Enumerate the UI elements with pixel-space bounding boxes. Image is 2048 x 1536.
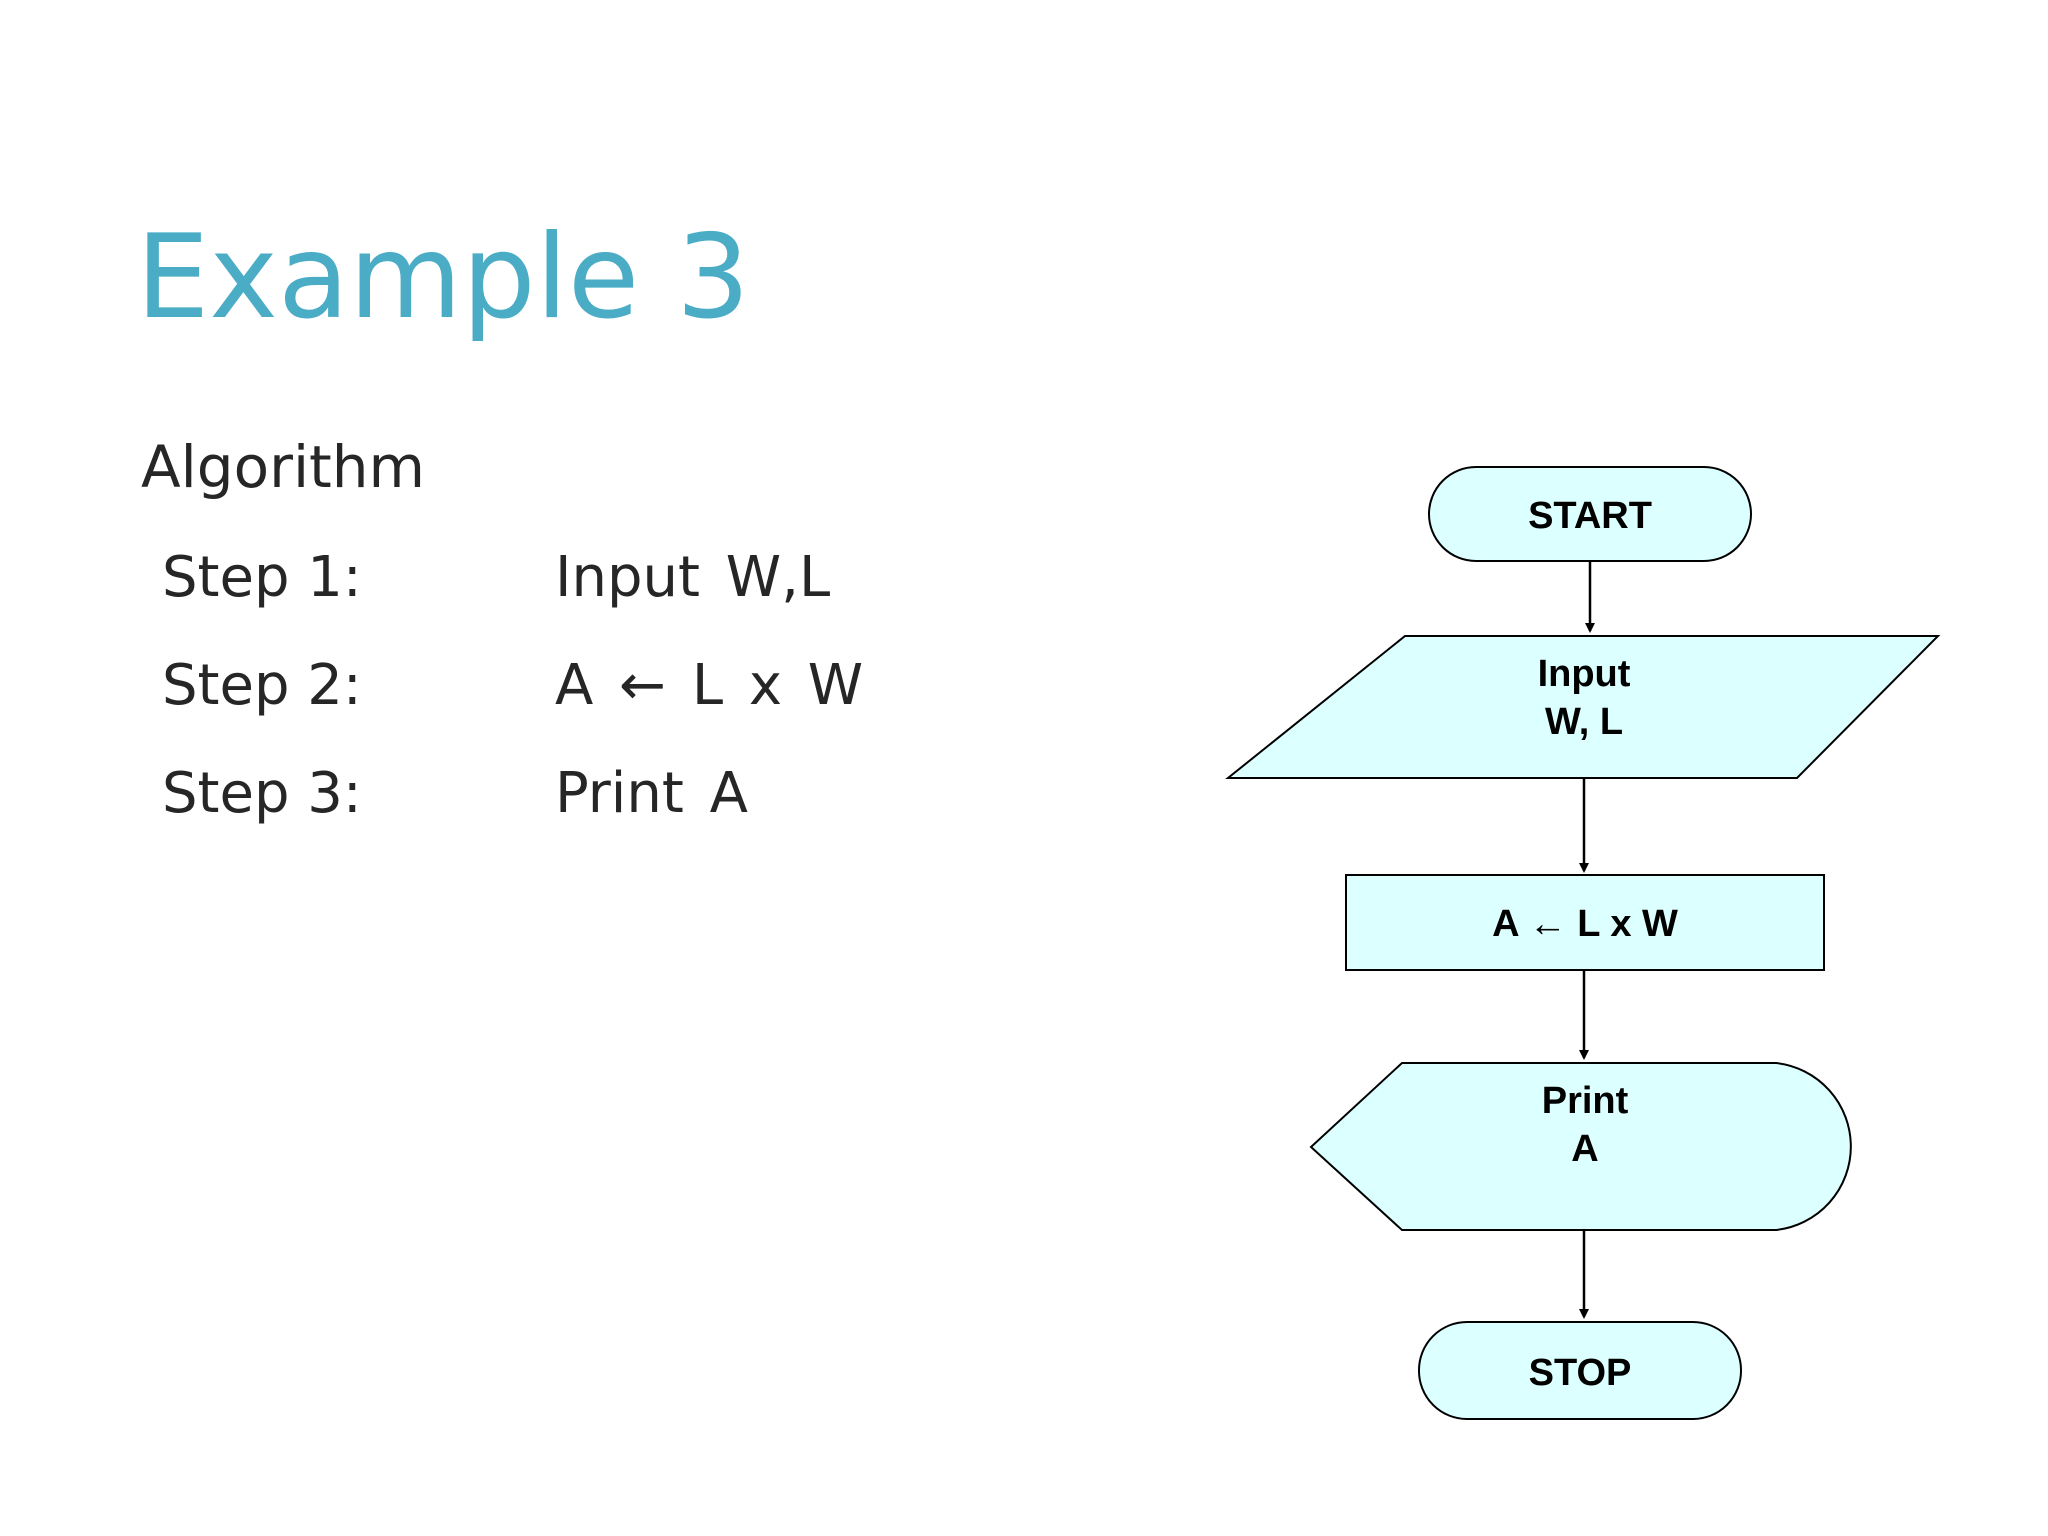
step-2-action: A ← L x W: [555, 653, 864, 718]
input-label-line1: Input: [1538, 653, 1631, 695]
stop-label: STOP: [1529, 1352, 1632, 1394]
step-1-action: Input W,L: [555, 545, 831, 610]
stop-terminator: STOP: [1418, 1321, 1742, 1420]
slide-title: Example 3: [136, 210, 750, 345]
algorithm-step-2: Step 2: A ← L x W: [162, 658, 922, 728]
process-label: A ← L x W: [1492, 903, 1678, 945]
algorithm-step-1: Step 1: Input W,L: [162, 550, 922, 620]
output-label-line2: A: [1571, 1128, 1598, 1170]
input-label-line2: W, L: [1545, 701, 1623, 743]
step-1-label: Step 1:: [162, 545, 362, 610]
start-label: START: [1528, 495, 1652, 537]
step-2-label: Step 2:: [162, 653, 362, 718]
output-label-line1: Print: [1542, 1080, 1629, 1122]
step-3-action: Print A: [555, 761, 748, 826]
algorithm-heading: Algorithm: [141, 433, 426, 501]
output-display-shape: Print A: [1309, 1062, 1852, 1231]
algorithm-step-3: Step 3: Print A: [162, 766, 922, 836]
start-terminator: START: [1428, 466, 1752, 562]
input-parallelogram: Input W, L: [1225, 635, 1941, 779]
process-box: A ← L x W: [1345, 874, 1825, 971]
step-3-label: Step 3:: [162, 761, 362, 826]
